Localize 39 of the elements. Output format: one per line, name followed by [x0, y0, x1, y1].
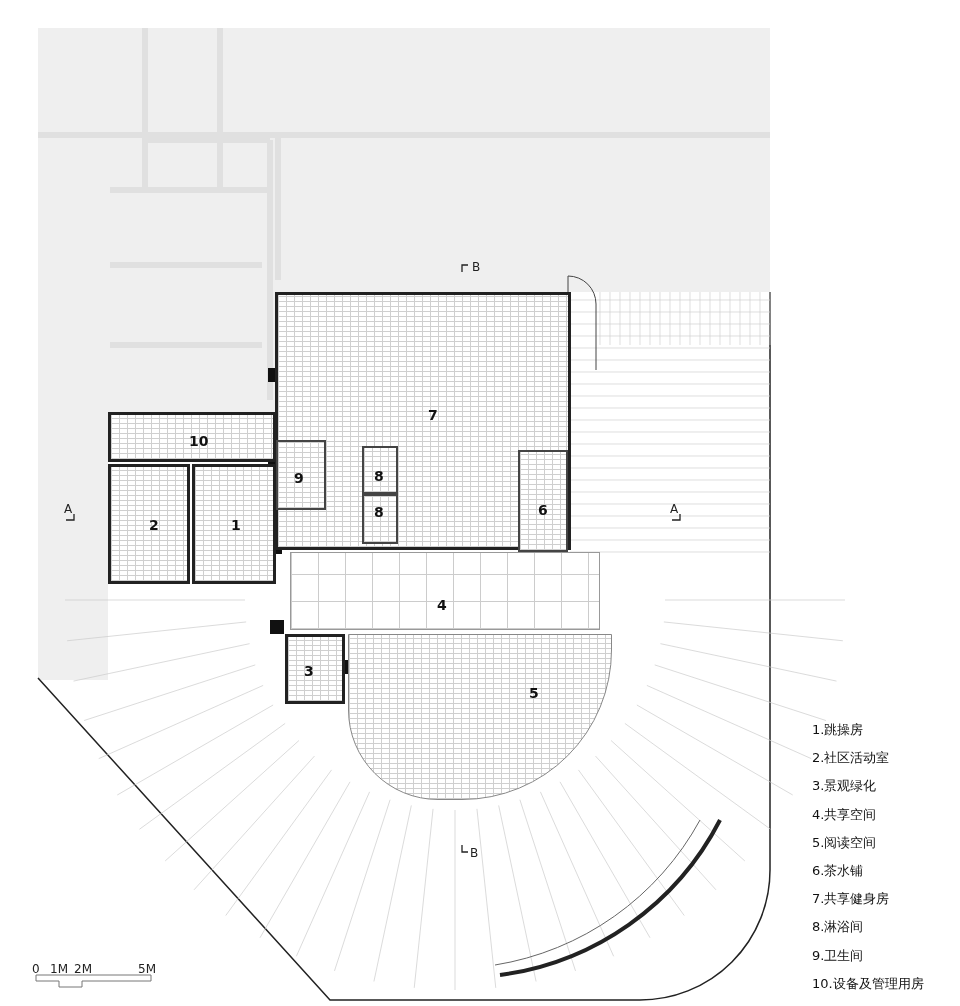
room-area [290, 552, 600, 630]
room-area [285, 634, 345, 704]
room-area [518, 450, 568, 552]
room-number: 2 [149, 517, 159, 533]
legend-entry: 4.共享空间 [812, 806, 877, 823]
section-label: B [472, 260, 481, 274]
room-area [108, 412, 276, 462]
room-number: 8 [374, 468, 384, 484]
scale-label: 5M [138, 962, 156, 976]
legend-entry: 6.茶水铺 [812, 863, 864, 879]
legend-entry: 1.跳操房 [812, 722, 864, 738]
room-area [192, 464, 276, 584]
legend-entry: 9.卫生间 [812, 947, 864, 964]
section-label: A [670, 502, 679, 516]
room-number: 1 [231, 517, 241, 533]
room-number: 8 [374, 504, 384, 520]
room-number: 5 [529, 685, 539, 701]
room-number: 4 [437, 597, 447, 613]
room-area [275, 292, 571, 550]
room-area [362, 446, 398, 494]
legend-entry: 8.淋浴间 [812, 919, 864, 936]
room-number: 7 [428, 407, 438, 423]
room-area [108, 464, 190, 584]
scale-label: 2M [74, 962, 92, 976]
room-number: 9 [294, 470, 304, 486]
section-label: B [470, 846, 479, 860]
room-number: 10 [189, 433, 209, 449]
section-label: A [64, 502, 73, 516]
room-area [276, 440, 326, 510]
scale-label: 0 [32, 962, 40, 976]
legend-entry: 7.共享健身房 [812, 891, 890, 908]
room-number: 6 [538, 502, 548, 518]
legend-entry: 2.社区活动室 [812, 750, 890, 767]
room-number: 3 [304, 663, 314, 679]
legend-entry: 10.设备及管理用房 [812, 975, 924, 992]
legend-entry: 5.阅读空间 [812, 834, 877, 851]
scale-label: 1M [50, 962, 68, 976]
legend-entry: 3.景观绿化 [812, 778, 877, 795]
room-area [362, 494, 398, 544]
